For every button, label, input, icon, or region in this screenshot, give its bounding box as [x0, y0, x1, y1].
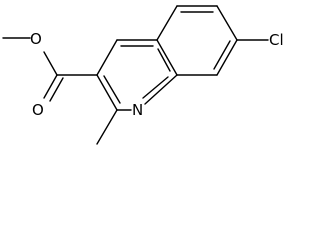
bond-c7-c8-inner — [213, 40, 231, 70]
bond-c7-c8 — [216, 39, 238, 76]
bond-n1-c8a — [144, 74, 178, 105]
bond-carbonyl-double-b — [49, 77, 64, 102]
quinoline-ring-bonds — [96, 5, 238, 111]
bond-c2-methyl — [96, 109, 118, 145]
substituent-bonds — [2, 37, 269, 145]
atom-label-ester-oxygen: O — [30, 30, 42, 48]
atom-label-nitrogen: N — [132, 101, 143, 119]
bond-carbonyl-ester-o — [43, 51, 58, 76]
bond-c2-c3 — [96, 74, 118, 111]
bond-c2-c3-inner — [103, 75, 121, 104]
bond-n1-c8a-inner — [142, 76, 169, 99]
atom-label-carbonyl-oxygen: O — [32, 101, 44, 119]
bond-c6-c7 — [216, 5, 238, 41]
bond-c8a-c4a-inner — [157, 48, 171, 72]
chemical-structure-diagram: O O N Cl — [2, 5, 284, 145]
bond-carbonyl-double-a — [43, 74, 58, 99]
bond-c3-c4 — [96, 39, 118, 76]
bond-c4a-c5 — [156, 5, 178, 41]
bond-c8a-c4a — [156, 39, 178, 76]
atom-label-chlorine: Cl — [269, 31, 284, 49]
